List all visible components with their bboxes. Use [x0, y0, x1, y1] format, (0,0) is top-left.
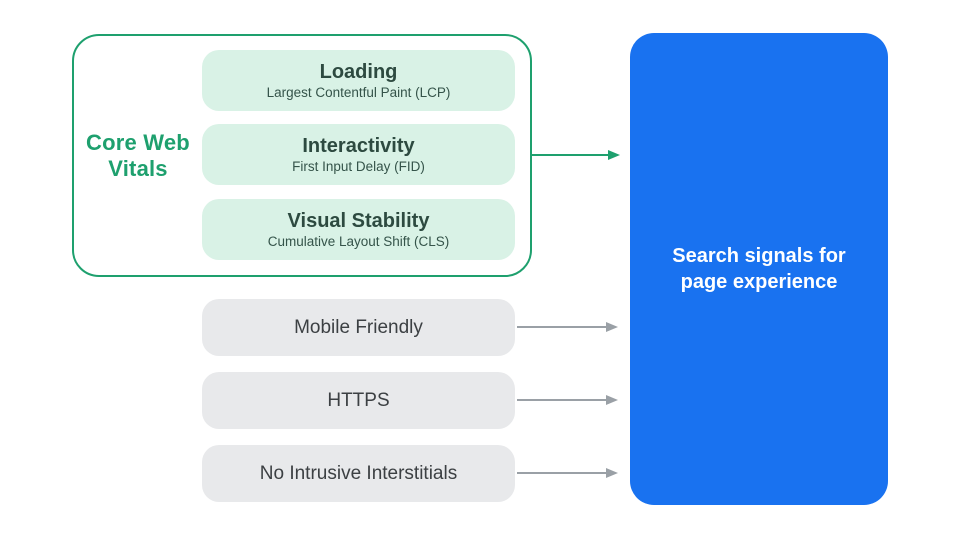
core-web-vitals-group: Core Web Vitals Loading Largest Contentf… [72, 34, 532, 277]
arrow-shaft [532, 154, 609, 156]
signal-card-subtitle: Largest Contentful Paint (LCP) [266, 84, 451, 100]
signal-card-subtitle: First Input Delay (FID) [292, 158, 425, 174]
signal-card-title: Loading [319, 60, 398, 83]
signal-card-title: Interactivity [302, 134, 415, 157]
arrow-core-web-vitals [532, 149, 620, 161]
signal-card-subtitle: Cumulative Layout Shift (CLS) [267, 233, 450, 249]
arrow-head-icon [606, 395, 618, 405]
arrow-mobile-friendly [517, 321, 618, 333]
signal-card-loading: Loading Largest Contentful Paint (LCP) [202, 50, 515, 111]
arrow-shaft [517, 472, 607, 474]
search-signals-box: Search signals for page experience [630, 33, 888, 505]
arrow-head-icon [606, 322, 618, 332]
arrow-https [517, 394, 618, 406]
arrow-no-intrusive-interstitials [517, 467, 618, 479]
signal-card-interactivity: Interactivity First Input Delay (FID) [202, 124, 515, 185]
arrow-shaft [517, 399, 607, 401]
arrow-head-icon [608, 150, 620, 160]
core-web-vitals-label: Core Web Vitals [86, 129, 190, 181]
signal-card-title: Visual Stability [287, 209, 430, 232]
signal-pill-mobile-friendly: Mobile Friendly [202, 299, 515, 356]
arrow-shaft [517, 326, 607, 328]
signal-pill-https: HTTPS [202, 372, 515, 429]
signal-card-visual-stability: Visual Stability Cumulative Layout Shift… [202, 199, 515, 260]
arrow-head-icon [606, 468, 618, 478]
signal-pill-no-intrusive-interstitials: No Intrusive Interstitials [202, 445, 515, 502]
search-signals-label: Search signals for page experience [672, 245, 846, 293]
